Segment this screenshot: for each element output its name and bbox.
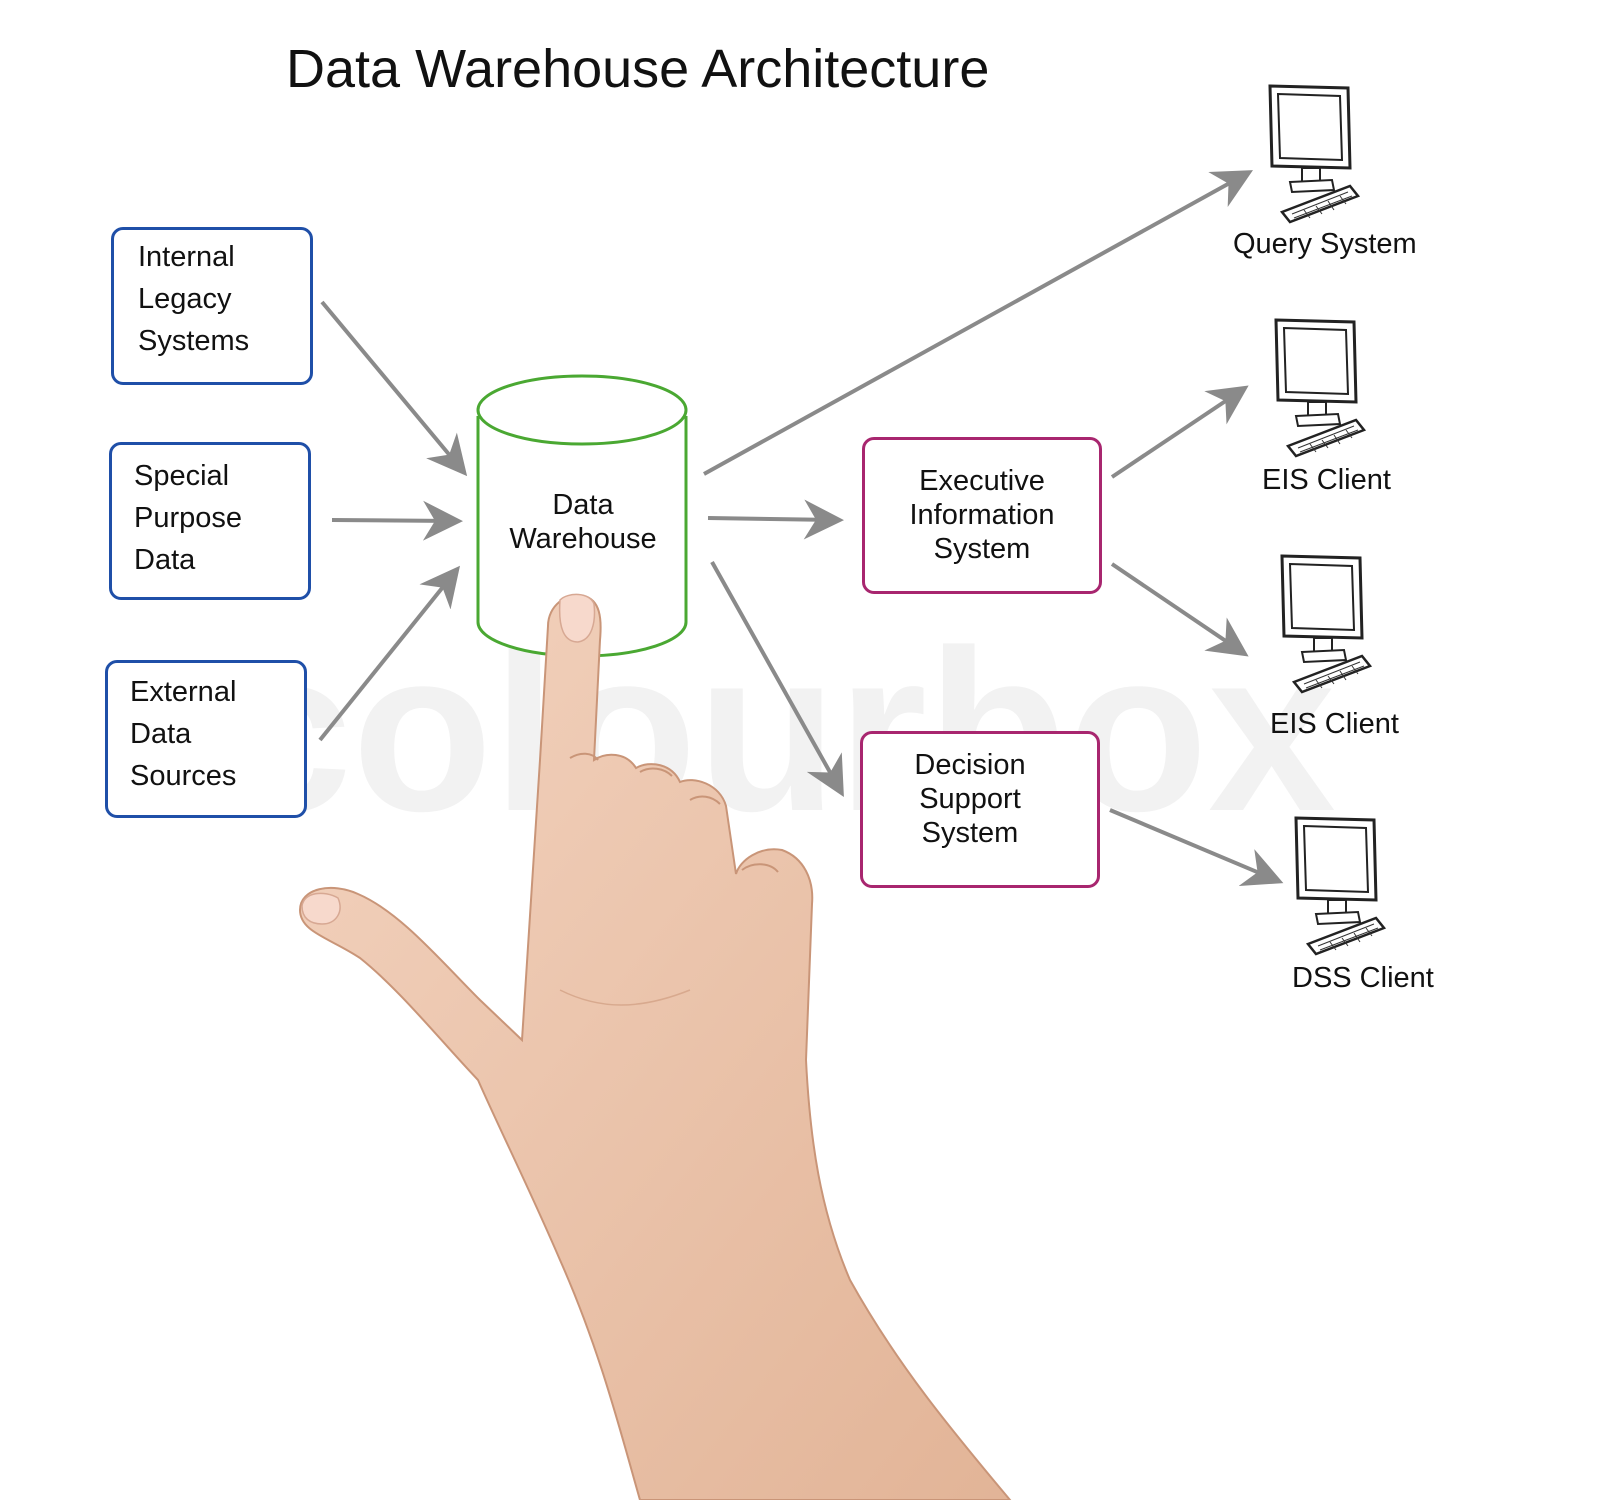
client-label-eis-client-2: EIS Client [1270,708,1399,740]
system-box-line: System [921,817,1019,849]
warehouse-cylinder [476,374,688,658]
arrow-special-to-warehouse [331,500,463,541]
system-box-line: Information [909,499,1055,531]
source-box-line: Sources [130,760,237,792]
computer-icon [1294,816,1387,956]
source-box-line: External [130,676,237,708]
source-box-line: Internal [138,241,235,273]
source-box-internal-legacy-systems: Internal Legacy Systems [111,227,313,385]
source-box-line: Legacy [138,283,232,315]
warehouse-label: Data Warehouse [478,488,688,556]
arrow-eis-to-client-2 [1110,562,1249,657]
arrow-dss-to-client [1109,808,1284,886]
source-box-line: Special [134,460,230,492]
source-box-line: Data [130,718,192,750]
warehouse-label-line: Data [552,489,614,521]
arrow-warehouse-to-query [703,170,1253,476]
computer-icon [1274,318,1367,458]
system-box-executive-information-system: Executive Information System [862,437,1102,594]
hand-pointer [298,593,1012,1500]
system-box-line: Decision [914,749,1026,781]
diagram-title: Data Warehouse Architecture [286,39,990,99]
arrow-external-to-warehouse [318,565,461,742]
system-box-line: System [933,533,1031,565]
client-label-dss-client: DSS Client [1292,962,1434,994]
source-box-line: Purpose [134,502,243,534]
system-box-line: Support [919,783,1021,815]
arrow-internal-to-warehouse [320,300,468,477]
system-box-line: Executive [919,465,1045,497]
source-box-line: Data [134,544,196,576]
client-label-eis-client-1: EIS Client [1262,464,1391,496]
source-box-special-purpose-data: Special Purpose Data [109,442,311,600]
source-box-line: Systems [138,325,250,357]
computer-icon [1280,554,1373,694]
source-box-external-data-sources: External Data Sources [105,660,307,818]
computer-icon [1268,84,1361,224]
client-label-query-system: Query System [1233,228,1417,260]
warehouse-label-line: Warehouse [509,523,657,555]
arrow-warehouse-to-dss [710,561,844,797]
system-box-decision-support-system: Decision Support System [860,731,1100,888]
watermark: colourbox [224,602,1336,859]
arrow-warehouse-to-eis [707,499,844,540]
arrow-eis-to-client-1 [1110,385,1249,479]
